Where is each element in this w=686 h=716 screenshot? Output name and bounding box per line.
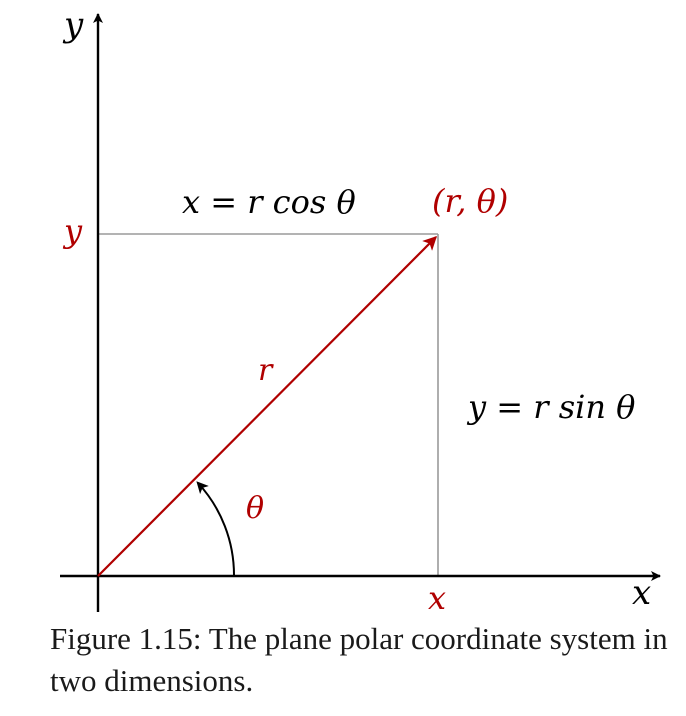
angle-arc [196,481,236,577]
vector-label: r [258,353,274,388]
y-axis-label: y [62,5,84,45]
x-axis-label: x [632,573,651,613]
caption-text: The plane polar coordinate system in two… [50,621,668,698]
y-tick-label: y [62,212,83,250]
caption-prefix: Figure 1.15: [50,621,202,656]
position-vector [97,236,437,577]
x-tick-label: x [428,579,446,617]
figure-caption: Figure 1.15: The plane polar coordinate … [50,618,670,702]
point-label: (r, θ) [432,182,508,220]
angle-label: θ [246,491,264,526]
y-equation: y = r sin θ [466,388,635,426]
x-equation: x = r cos θ [182,183,356,221]
